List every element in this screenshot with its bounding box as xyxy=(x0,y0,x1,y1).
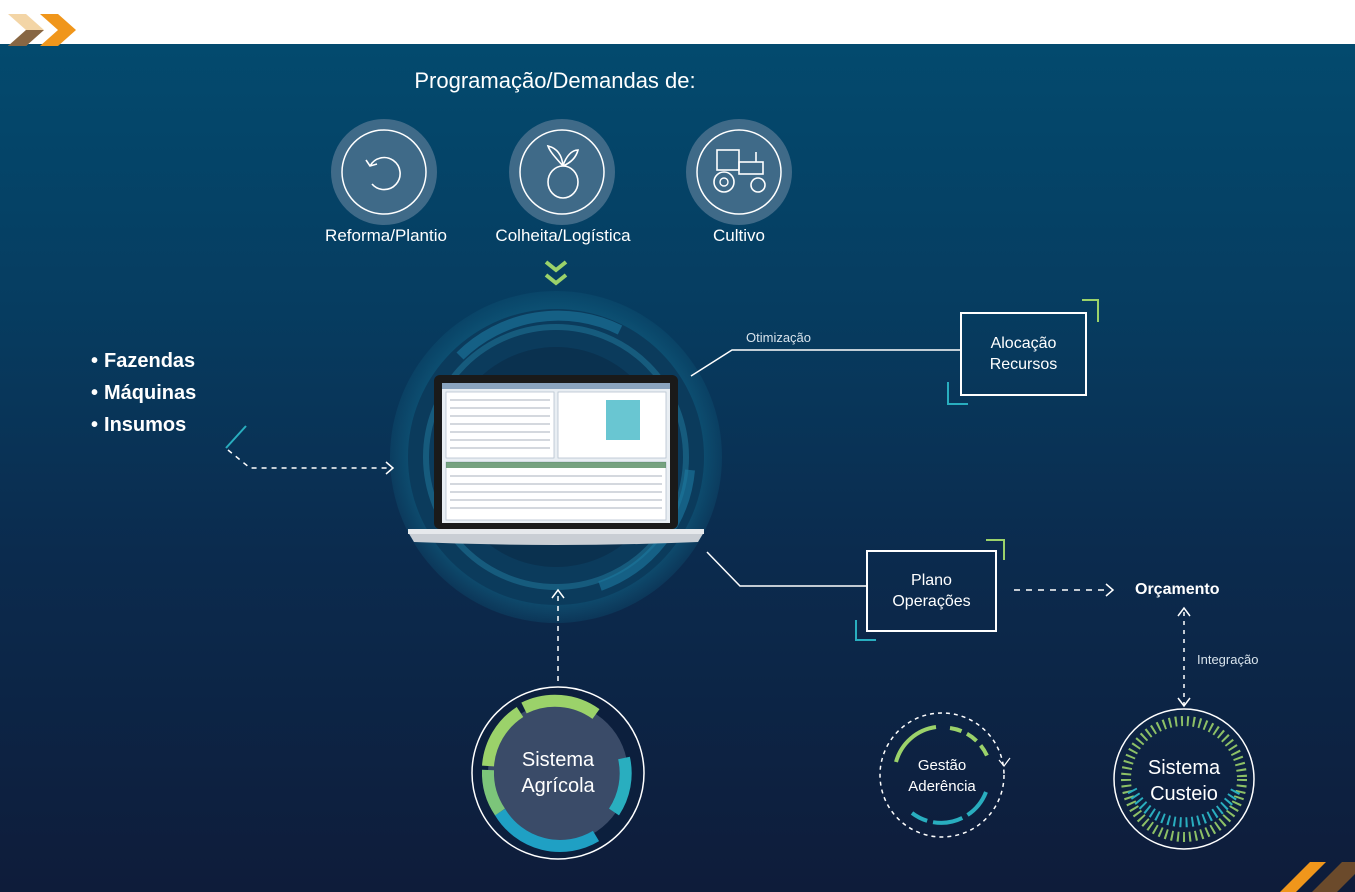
chevron-logo-icon xyxy=(8,14,76,46)
inputs-list: Fazendas Máquinas Insumos xyxy=(91,345,196,441)
laptop-screen-icon xyxy=(408,375,704,545)
box-line: Recursos xyxy=(989,356,1058,373)
label-cultivo: Cultivo xyxy=(713,226,765,245)
sistema-custeio-ring xyxy=(1113,708,1255,850)
sprout-icon xyxy=(509,119,615,225)
alocacao-recursos-box: Alocação Recursos xyxy=(960,312,1087,396)
circle-line: Sistema xyxy=(521,749,595,771)
plano-operacoes-box: Plano Operações xyxy=(866,550,997,632)
reforma-plantio-icon xyxy=(331,119,437,225)
input-item: Máquinas xyxy=(91,377,196,409)
box-line: Operações xyxy=(892,593,971,610)
label-colheita-logistica: Colheita/Logística xyxy=(495,226,631,245)
tractor-icon xyxy=(686,119,792,225)
circle-line: Gestão xyxy=(917,757,967,774)
chevron-down-icon xyxy=(544,260,568,286)
input-item: Fazendas xyxy=(91,345,196,377)
circle-line: Aderência xyxy=(908,778,976,795)
input-item: Insumos xyxy=(91,409,196,441)
sistema-agricola-ring xyxy=(471,686,645,860)
label-otimizacao: Otimização xyxy=(746,330,812,345)
sistema-agricola-label: Sistema Agrícola xyxy=(498,743,618,803)
gestao-aderencia-label: Gestão Aderência xyxy=(892,754,992,798)
circle-line: Custeio xyxy=(1150,783,1218,805)
top-white-bar xyxy=(0,0,1355,44)
circle-line: Agrícola xyxy=(521,775,595,797)
box-line: Alocação xyxy=(990,335,1057,352)
label-reforma-plantio: Reforma/Plantio xyxy=(325,226,447,245)
corner-slash-decoration xyxy=(1280,862,1355,892)
gestao-aderencia-ring xyxy=(879,712,1011,838)
box-line: Plano xyxy=(911,572,952,589)
sistema-custeio-label: Sistema Custeio xyxy=(1134,755,1234,807)
label-integracao: Integração xyxy=(1197,652,1259,667)
label-orcamento: Orçamento xyxy=(1135,581,1220,598)
page-title: Programação/Demandas de: xyxy=(414,68,696,93)
circle-line: Sistema xyxy=(1147,757,1221,779)
